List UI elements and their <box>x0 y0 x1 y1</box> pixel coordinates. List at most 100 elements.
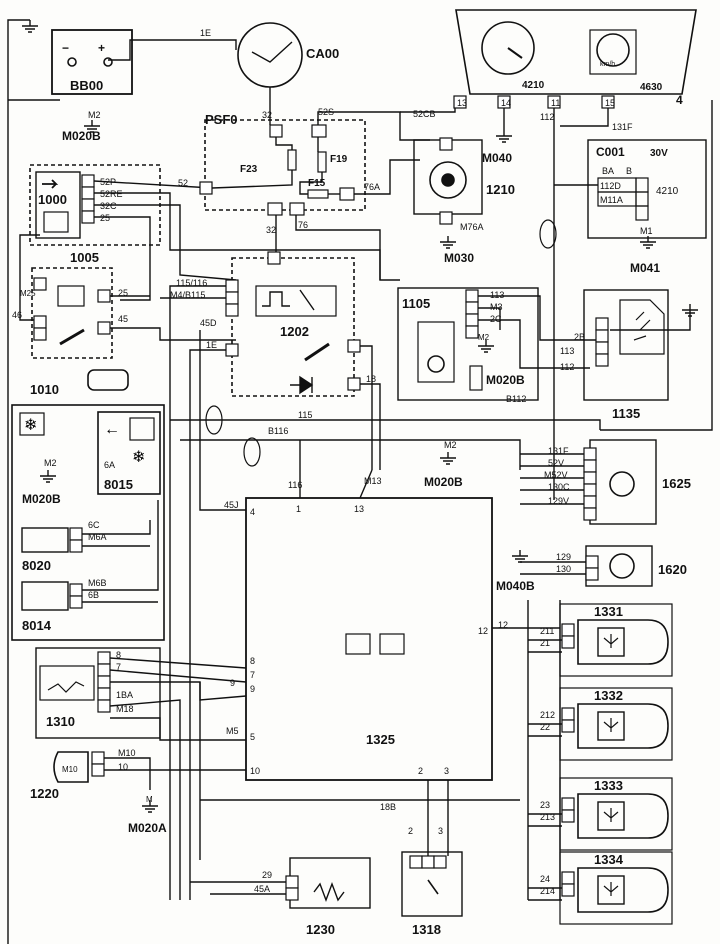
wire-3-1318-label: 3 <box>438 826 443 836</box>
c1334-connector-injector-icon <box>603 882 619 896</box>
wire-11-label: 11 <box>551 98 560 108</box>
wire-m11a-label: M11A <box>600 195 623 205</box>
c1005-label: 1005 <box>70 250 99 265</box>
bb00-label: BB00 <box>70 78 103 93</box>
speedometer-dial <box>596 33 630 67</box>
ecu-pin-7: 7 <box>250 670 255 680</box>
wire-1e-1202 <box>189 349 238 520</box>
fuse-f19-body <box>317 151 327 173</box>
wire-32-psf-label: 32 <box>266 225 276 235</box>
wire-m25-label: M25 <box>20 289 36 298</box>
relay-1005-coil <box>57 285 85 307</box>
c1332-frame <box>559 687 673 761</box>
wire-6c <box>82 520 151 535</box>
actuator-1210-dial <box>429 161 467 199</box>
psf0-label: PSF0 <box>205 112 238 127</box>
wire-115 <box>169 285 238 450</box>
module-1105-frame <box>397 287 539 401</box>
wire-29-label: 29 <box>262 870 272 880</box>
m041-label: M041 <box>630 261 660 275</box>
c1333-connector <box>577 793 669 839</box>
relay-1005-contact <box>59 328 85 346</box>
c4210-label: 4210 <box>522 80 545 91</box>
battery-minus-sign: − <box>62 41 69 55</box>
wire-112-label: 112 <box>540 112 554 122</box>
wire-76 <box>295 215 400 281</box>
wire-m3-label: M3 <box>490 302 503 312</box>
c1005-pin-3-pin-1 <box>97 321 111 335</box>
speedometer-unit: km/h <box>600 61 615 68</box>
arrow-right-icon <box>42 179 59 189</box>
wire-m2-c-label: M2 <box>478 333 490 342</box>
relay-8015-icon <box>129 417 155 441</box>
switch-1000-frame <box>29 164 161 246</box>
wire-52p <box>93 180 213 189</box>
wire-25-label: 25 <box>118 288 128 298</box>
ecu-pin-9: 9 <box>250 684 255 694</box>
ecu-pin-8: 8 <box>250 656 255 666</box>
c1135-label: 1135 <box>612 406 640 421</box>
wire-2c-label: 2C <box>490 314 502 324</box>
c1010-label: 1010 <box>30 382 59 397</box>
wire-52cb-label: 52CB <box>413 109 436 119</box>
ecu-pin-4: 4 <box>250 507 255 517</box>
wire-6c-label: 6C <box>88 520 100 530</box>
battery-plus-sign: + <box>98 41 105 55</box>
c1202-pins-4-3-1-pin-3 <box>225 303 239 317</box>
c1332-connector-injector-icon <box>603 718 619 732</box>
sensor-1220-body <box>53 751 89 783</box>
wire-113-a <box>478 295 600 341</box>
c1000-pin-4 <box>81 210 95 224</box>
c1331-pin-2 <box>561 635 575 649</box>
m020b-left-label: M020B <box>22 492 61 506</box>
c1202-pin-5-pin-1 <box>347 339 361 353</box>
wire-32c-label: 32C <box>100 201 117 211</box>
wire-m-ground-label: M <box>146 795 153 804</box>
c1334-connector-symbol <box>597 875 625 905</box>
sensor-8020-body <box>21 527 69 553</box>
c1105-pin-4 <box>465 325 479 339</box>
c1210-pin-3-pin-1 <box>439 137 453 151</box>
c1331-pin-1 <box>561 623 575 637</box>
c1333-wire-a-label: 23 <box>540 800 550 810</box>
module-1105-body <box>417 321 455 383</box>
c1005-pins-5-4-pin-2 <box>33 327 47 341</box>
ground-m020b-left <box>40 470 56 483</box>
c1202-label: 1202 <box>280 324 309 339</box>
c1310-pin-2 <box>97 663 111 677</box>
switch-1318-contact <box>427 879 439 895</box>
wire-b-label: B <box>626 166 632 176</box>
c1202-pins-4-3-1-pin-2 <box>225 291 239 305</box>
panel-pin-13-pin-1 <box>453 95 467 109</box>
ignition-switch-ca00 <box>237 22 303 88</box>
wire-m13-label: M13 <box>364 476 382 486</box>
fuse-box-psf0 <box>204 119 366 211</box>
relay-1202-frame <box>231 257 355 397</box>
sensor-1625-icon <box>609 471 635 497</box>
ground-m020b-1105 <box>478 340 494 353</box>
wire-m4-b115-label: M4/B115 <box>170 290 205 300</box>
wire-m6a-label: M6A <box>88 532 107 542</box>
c1332-wire-b-label: 22 <box>540 722 550 732</box>
c1333-connector-injector-icon <box>603 808 619 822</box>
panel-pin-14-pin-1 <box>497 95 511 109</box>
ground-m030 <box>440 236 456 249</box>
wire-15 <box>560 108 609 127</box>
wire-f19-f15 <box>299 172 323 195</box>
ground-m040b <box>512 550 528 563</box>
lamp-1105-icon <box>427 355 445 373</box>
wire-12-label: 12 <box>498 620 508 630</box>
c1334-label: 1334 <box>594 852 624 867</box>
wire-1310-8 <box>109 657 247 669</box>
c8014-label: 8014 <box>22 618 52 633</box>
wire-left-top <box>7 19 30 100</box>
pulse-icon <box>262 289 315 311</box>
c8015-label: 8015 <box>104 477 133 492</box>
c1230-label: 1230 <box>306 922 335 937</box>
wire-6a-8015-label: 6A <box>104 460 115 470</box>
shield-cable-3 <box>243 437 261 467</box>
ac-module-frame <box>11 404 165 641</box>
wire-2c <box>478 319 590 369</box>
switch-8015 <box>97 411 161 495</box>
ca00-label: CA00 <box>306 46 339 61</box>
